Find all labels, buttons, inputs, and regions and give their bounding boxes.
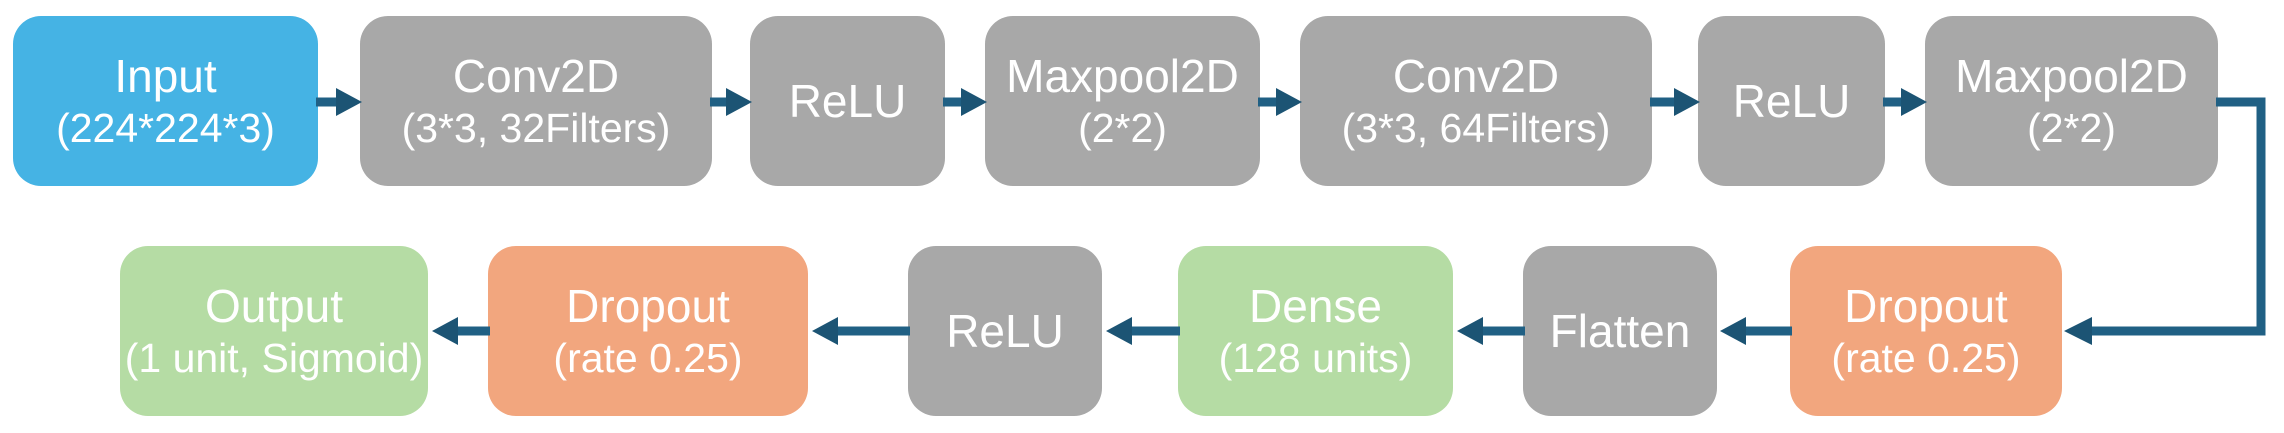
node-input: Input (224*224*3) [13, 16, 318, 186]
node-dropout-2: Dropout (rate 0.25) [488, 246, 808, 416]
arrow-left-icon [1106, 317, 1180, 345]
node-dense-title: Dense [1249, 279, 1382, 332]
arrow-right-icon [1258, 88, 1302, 116]
node-dropout-2-subtitle: (rate 0.25) [553, 335, 743, 382]
node-flatten: Flatten [1523, 246, 1717, 416]
node-dropout-1-subtitle: (rate 0.25) [1831, 335, 2021, 382]
arrow-left-icon [812, 317, 910, 345]
arrow-left-icon [1457, 317, 1525, 345]
arrow-right-icon [1650, 88, 1700, 116]
arrow-right-icon [316, 88, 362, 116]
node-conv2d-1: Conv2D (3*3, 32Filters) [360, 16, 712, 186]
node-maxpool2d-2: Maxpool2D (2*2) [1925, 16, 2218, 186]
node-relu-2-title: ReLU [1732, 74, 1851, 127]
arrow-left-icon [1720, 317, 1792, 345]
node-relu-2: ReLU [1698, 16, 1885, 186]
node-dropout-1-title: Dropout [1844, 279, 2008, 332]
node-conv2d-2-title: Conv2D [1392, 49, 1560, 102]
node-flatten-title: Flatten [1549, 304, 1691, 357]
node-output: Output (1 unit, Sigmoid) [120, 246, 428, 416]
node-maxpool2d-2-title: Maxpool2D [1955, 49, 2188, 102]
node-dense-subtitle: (128 units) [1218, 335, 1413, 382]
node-conv2d-1-title: Conv2D [452, 49, 620, 102]
node-maxpool2d-2-subtitle: (2*2) [2027, 105, 2116, 152]
node-conv2d-2-subtitle: (3*3, 64Filters) [1341, 105, 1611, 152]
node-relu-3: ReLU [908, 246, 1102, 416]
arrow-right-icon [710, 88, 752, 116]
node-dense: Dense (128 units) [1178, 246, 1453, 416]
arrow-right-icon [943, 88, 987, 116]
node-dropout-1: Dropout (rate 0.25) [1790, 246, 2062, 416]
node-maxpool2d-1: Maxpool2D (2*2) [985, 16, 1260, 186]
node-relu-3-title: ReLU [946, 304, 1064, 357]
arrow-left-icon [432, 317, 490, 345]
node-conv2d-1-subtitle: (3*3, 32Filters) [401, 105, 671, 152]
node-dropout-2-title: Dropout [566, 279, 730, 332]
node-input-title: Input [114, 49, 217, 102]
node-output-title: Output [204, 279, 344, 332]
node-maxpool2d-1-title: Maxpool2D [1006, 49, 1239, 102]
node-conv2d-2: Conv2D (3*3, 64Filters) [1300, 16, 1652, 186]
node-relu-1-title: ReLU [788, 74, 907, 127]
node-relu-1: ReLU [750, 16, 945, 186]
node-maxpool2d-1-subtitle: (2*2) [1078, 105, 1167, 152]
node-input-subtitle: (224*224*3) [56, 105, 275, 152]
arrow-right-icon [1883, 88, 1927, 116]
node-output-subtitle: (1 unit, Sigmoid) [124, 335, 424, 382]
